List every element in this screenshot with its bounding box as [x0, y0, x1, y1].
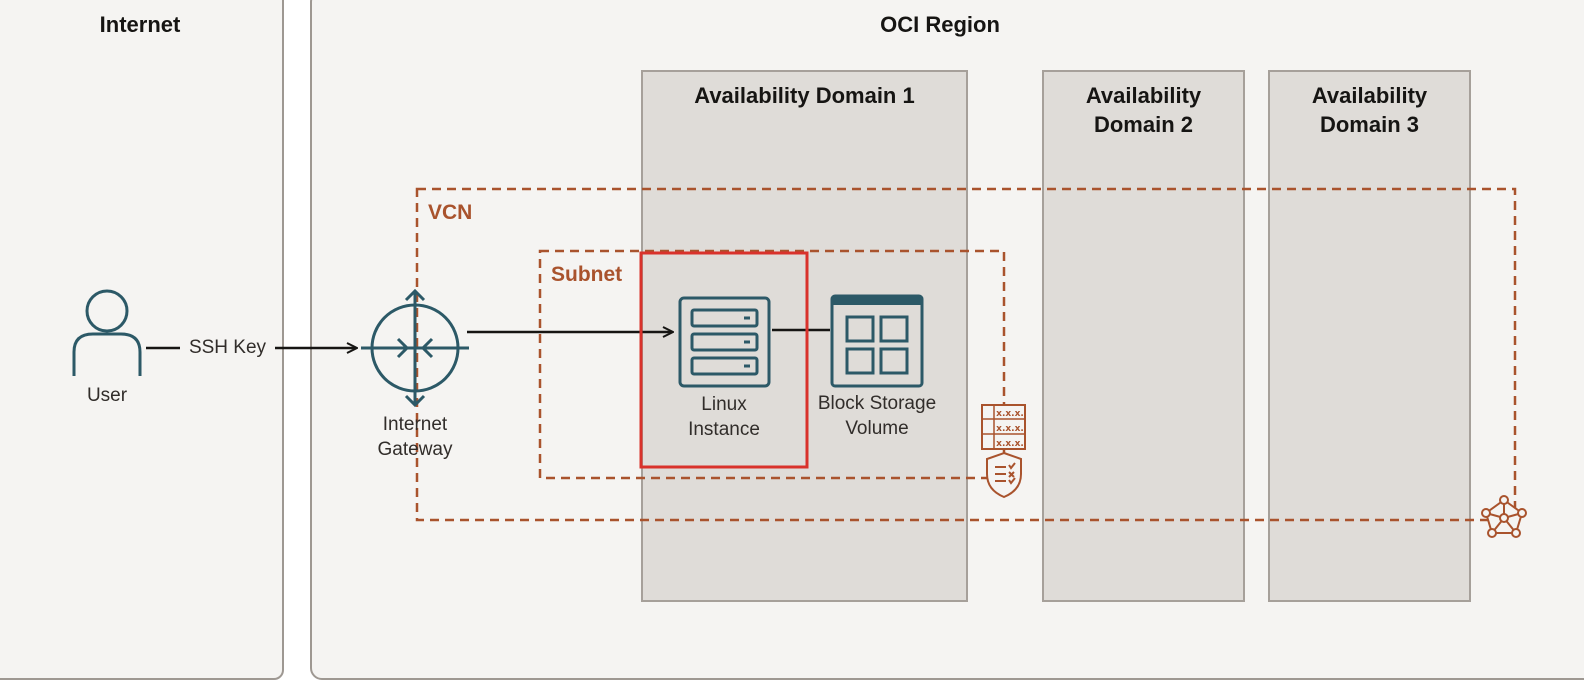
availability-domain-3-title-line1: Availability — [1311, 83, 1428, 108]
ssh-key-label: SSH Key — [180, 335, 275, 360]
availability-domain-3 — [1268, 70, 1471, 602]
availability-domain-1-title: Availability Domain 1 — [694, 83, 915, 108]
subnet-boundary — [538, 249, 1006, 480]
linux-instance-label-line2: Instance — [688, 419, 760, 440]
availability-domain-2-title-line1: Availability — [1085, 83, 1202, 108]
internet-gateway-label-line2: Gateway — [377, 439, 453, 460]
internet-title: Internet — [99, 12, 181, 37]
internet-gateway-icon — [361, 288, 469, 408]
vcn-network-icon — [1481, 495, 1527, 538]
route-table-icon: x.x.x. x.x.x. x.x.x. — [981, 404, 1026, 450]
availability-domain-3-title: Availability Domain 3 — [1268, 81, 1471, 139]
block-storage-icon — [830, 294, 924, 388]
availability-domain-2 — [1042, 70, 1245, 602]
vcn-label: VCN — [428, 201, 473, 224]
linux-instance-label: Linux Instance — [664, 392, 784, 442]
availability-domain-1 — [641, 70, 968, 602]
linux-instance-label-line1: Linux — [701, 394, 747, 415]
oci-region-title: OCI Region — [880, 12, 1000, 37]
route-table-row-1: x.x.x. — [996, 409, 1024, 419]
user-label: User — [86, 385, 128, 406]
user-icon — [72, 289, 142, 376]
block-storage-label-line2: Volume — [845, 418, 909, 439]
block-storage-label-line1: Block Storage — [817, 393, 937, 414]
route-table-row-2: x.x.x. — [996, 424, 1024, 434]
availability-domain-2-title-line2: Domain 2 — [1093, 112, 1194, 137]
linux-instance-highlight — [639, 251, 809, 469]
route-table-row-3: x.x.x. — [996, 439, 1024, 449]
subnet-label: Subnet — [551, 263, 623, 286]
vcn-boundary — [415, 187, 1517, 522]
block-storage-label: Block Storage Volume — [807, 391, 947, 441]
availability-domain-3-title-line2: Domain 3 — [1319, 112, 1420, 137]
internet-gateway-label-line1: Internet — [382, 414, 448, 435]
internet-gateway-label: Internet Gateway — [345, 412, 485, 462]
security-list-icon — [986, 451, 1022, 499]
server-icon — [678, 296, 771, 388]
availability-domain-2-title: Availability Domain 2 — [1042, 81, 1245, 139]
